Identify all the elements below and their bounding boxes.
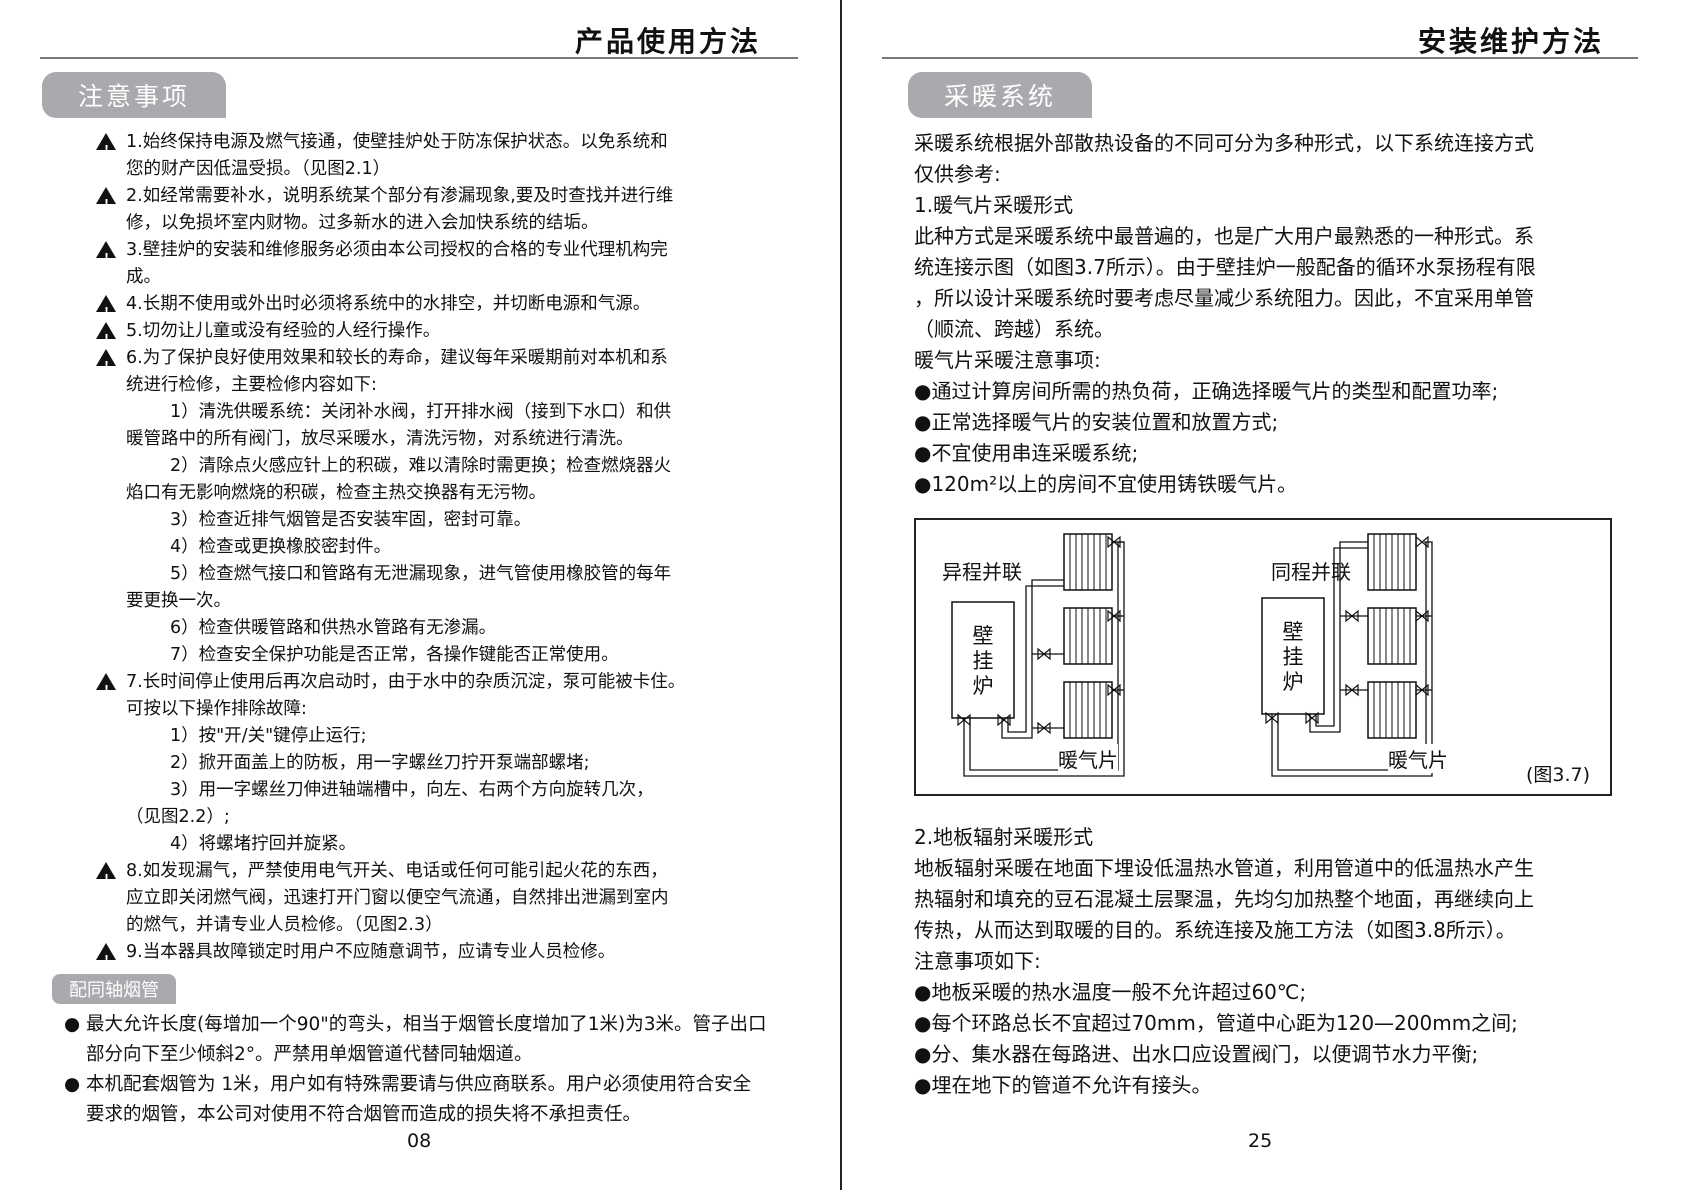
text-line: 地板辐射采暖在地面下埋设低温热水管道，利用管道中的低温热水产生	[914, 856, 1534, 880]
note-line: 要更换一次。	[126, 591, 231, 611]
note-line: 4）将螺堵拧回并旋紧。	[170, 834, 357, 854]
note-line: 应立即关闭燃气阀，迅速打开门窗以便空气流通，自然排出泄漏到室内	[126, 888, 669, 908]
note-line: 1）按"开/关"键停止运行;	[170, 726, 367, 746]
note-line: 2.如经常需要补水，说明系统某个部分有渗漏现象,要及时查找并进行维	[96, 183, 756, 217]
note-line: 3）用一字螺丝刀伸进轴端槽中，向左、右两个方向旋转几次，	[170, 780, 654, 800]
warning-icon	[96, 673, 116, 703]
note-line: （见图2.2）;	[126, 807, 230, 827]
note-line: 7）检查安全保护功能是否正常，各操作键能否正常使用。	[170, 645, 619, 665]
page-divider	[840, 0, 842, 1190]
right-page: 安装维护方法 采暖系统 采暖系统根据外部散热设备的不同可分为多种形式，以下系统连…	[842, 0, 1682, 1190]
text-line: 2.地板辐射采暖形式	[914, 825, 1094, 849]
text-line: 采暖系统根据外部散热设备的不同可分为多种形式，以下系统连接方式	[914, 131, 1534, 155]
note-line: 9.当本器具故障锁定时用户不应随意调节，应请专业人员检修。	[96, 939, 756, 973]
text-line: 此种方式是采暖系统中最普遍的，也是广大用户最熟悉的一种形式。系	[914, 224, 1534, 248]
bullet-line: 部分向下至少倾斜2°。严禁用单烟管道代替同轴烟道。	[86, 1044, 533, 1065]
text-line: 注意事项如下:	[914, 949, 1041, 973]
note-line: 暖管路中的所有阀门，放尽采暖水，清洗污物，对系统进行清洗。	[126, 429, 634, 449]
note-line: 的燃气，并请专业人员检修。（见图2.3）	[126, 915, 443, 935]
warning-icon	[96, 241, 116, 271]
warning-icon	[96, 295, 116, 325]
note-line: 5）检查燃气接口和管路有无泄漏现象，进气管使用橡胶管的每年	[170, 564, 672, 584]
text-line: 1.暖气片采暖形式	[914, 193, 1074, 217]
bullet-icon: ●	[64, 1014, 81, 1035]
page-number: 08	[407, 1130, 432, 1152]
note-line: 6.为了保护良好使用效果和较长的寿命，建议每年采暖期前对本机和系	[96, 345, 756, 379]
text-line: 热辐射和填充的豆石混凝土层聚温，先均匀加热整个地面，再继续向上	[914, 887, 1534, 911]
text-line: 暖气片采暖注意事项:	[914, 348, 1101, 372]
note-line: 8.如发现漏气，严禁使用电气开关、电话或任何可能引起火花的东西，	[96, 858, 756, 892]
header-rule	[882, 57, 1638, 59]
section-tab-heating: 采暖系统	[908, 72, 1092, 118]
text-line: ●不宜使用串连采暖系统;	[914, 441, 1139, 465]
reverse-return-system	[951, 533, 1125, 777]
note-line: 2）掀开面盖上的防板，用一字螺丝刀拧开泵端部螺堵;	[170, 753, 590, 773]
left-system-title: 异程并联	[942, 560, 1022, 584]
text-line: ●分、集水器在每路进、出水口应设置阀门，以便调节水力平衡;	[914, 1042, 1479, 1066]
text-line: （顺流、跨越）系统。	[914, 317, 1114, 341]
note-line: 可按以下操作排除故障:	[126, 699, 307, 719]
heating-diagram	[951, 533, 1433, 777]
note-line: 2）清除点火感应针上的积碳，难以清除时需更换；检查燃烧器火	[170, 456, 672, 476]
note-line: 4）检查或更换橡胶密封件。	[170, 537, 392, 557]
text-line: ●120m²以上的房间不宜使用铸铁暖气片。	[914, 472, 1298, 496]
note-line: 您的财产因低温受损。（见图2.1）	[126, 159, 391, 179]
header-rule	[40, 57, 798, 59]
warning-icon	[96, 862, 116, 892]
text-line: 仅供参考:	[914, 162, 1001, 186]
right-page-header: 安装维护方法	[1418, 25, 1605, 58]
right-system-title: 同程并联	[1271, 560, 1351, 584]
note-line: 1.始终保持电源及燃气接通，使壁挂炉处于防冻保护状态。以免系统和	[96, 129, 756, 163]
warning-icon	[96, 943, 116, 973]
warning-icon	[96, 133, 116, 163]
note-line: 修，以免损坏室内财物。过多新水的进入会加快系统的结垢。	[126, 213, 599, 233]
note-line: 4.长期不使用或外出时必须将系统中的水排空，并切断电源和气源。	[96, 291, 756, 325]
text-line: 传热，从而达到取暖的目的。系统连接及施工方法（如图3.8所示）。	[914, 918, 1516, 942]
direct-return-system	[1261, 533, 1433, 777]
note-line: 统进行检修，主要检修内容如下:	[126, 375, 377, 395]
left-page: 产品使用方法 注意事项 1.始终保持电源及燃气接通，使壁挂炉处于防冻保护状态。以…	[0, 0, 842, 1190]
text-line: ●地板采暖的热水温度一般不允许超过60℃;	[914, 980, 1307, 1004]
text-line: ●埋在地下的管道不允许有接头。	[914, 1073, 1212, 1097]
text-line: ●通过计算房间所需的热负荷，正确选择暖气片的类型和配置功率;	[914, 379, 1499, 403]
figure-3-7: 异程并联 同程并联 壁挂炉 壁挂炉 暖气片 暖气片 (图3.7)	[914, 518, 1612, 796]
text-line: ●每个环路总长不宜超过70mm，管道中心距为120—200mm之间;	[914, 1011, 1518, 1035]
note-line: 1）清洗供暖系统：关闭补水阀，打开排水阀（接到下水口）和供	[170, 402, 672, 422]
warning-icon	[96, 322, 116, 352]
section-tab-notes: 注意事项	[42, 72, 226, 118]
bullet-line: ●最大允许长度(每增加一个90"的弯头，相当于烟管长度增加了1米)为3米。管子出…	[64, 1010, 824, 1040]
note-line: 焰口有无影响燃烧的积碳，检查主热交换器有无污物。	[126, 483, 546, 503]
bullet-icon: ●	[64, 1074, 81, 1095]
page-number: 25	[1248, 1130, 1273, 1152]
text-line: ，所以设计采暖系统时要考虑尽量减少系统阻力。因此，不宜采用单管	[914, 286, 1534, 310]
note-line: 5.切勿让儿童或没有经验的人经行操作。	[96, 318, 756, 352]
radiator-label-right: 暖气片	[1388, 744, 1448, 773]
note-line: 3）检查近排气烟管是否安装牢固，密封可靠。	[170, 510, 532, 530]
boiler-label-right: 壁挂炉	[1282, 620, 1304, 694]
subsection-tab-flue: 配同轴烟管	[52, 974, 176, 1004]
bullet-line: ●本机配套烟管为 1米，用户如有特殊需要请与供应商联系。用户必须使用符合安全	[64, 1070, 824, 1100]
radiator-label-left: 暖气片	[1058, 744, 1118, 773]
text-line: 统连接示图（如图3.7所示）。由于壁挂炉一般配备的循环水泵扬程有限	[914, 255, 1536, 279]
note-line: 7.长时间停止使用后再次启动时，由于水中的杂质沉淀，泵可能被卡住。	[96, 669, 756, 703]
figure-caption: (图3.7)	[1526, 764, 1591, 786]
boiler-label-left: 壁挂炉	[972, 624, 994, 698]
warning-icon	[96, 187, 116, 217]
note-line: 成。	[126, 267, 161, 287]
text-line: ●正常选择暖气片的安装位置和放置方式;	[914, 410, 1279, 434]
note-line: 3.壁挂炉的安装和维修服务必须由本公司授权的合格的专业代理机构完	[96, 237, 756, 271]
bullet-line: 要求的烟管，本公司对使用不符合烟管而造成的损失将不承担责任。	[86, 1104, 642, 1125]
note-line: 6）检查供暖管路和供热水管路有无渗漏。	[170, 618, 497, 638]
warning-icon	[96, 349, 116, 379]
left-page-header: 产品使用方法	[575, 25, 762, 58]
